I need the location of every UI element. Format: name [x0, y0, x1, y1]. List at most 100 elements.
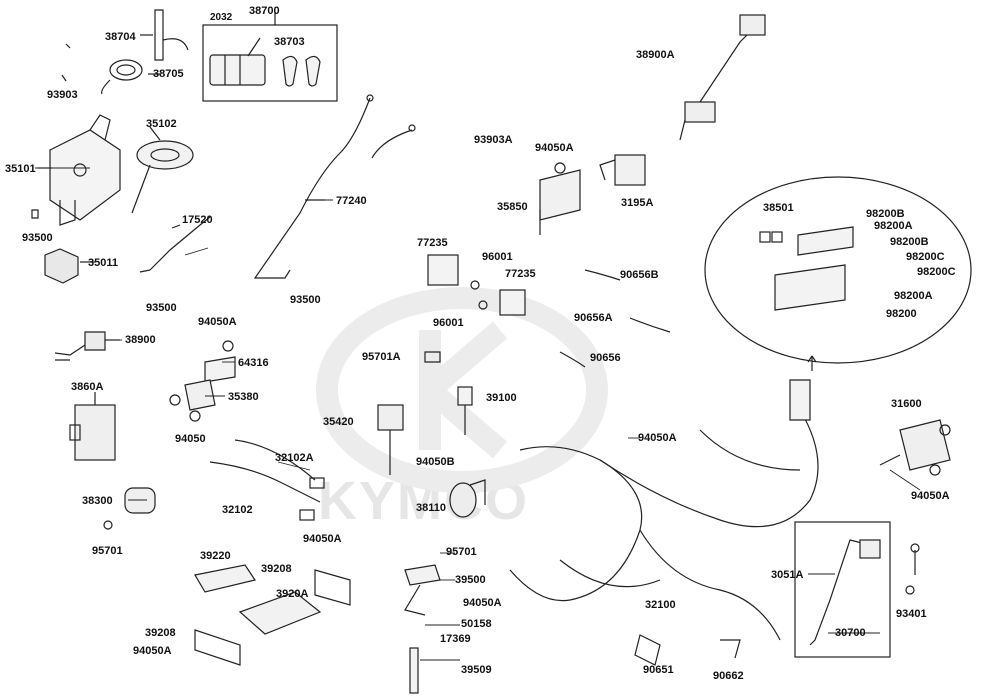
part-label: 38705	[153, 68, 184, 80]
part-label: 35380	[228, 391, 259, 403]
kymco-logo-watermark	[316, 287, 608, 493]
sensor-39500	[404, 564, 441, 616]
part-label: 94050A	[911, 490, 950, 502]
ecu-3920A	[238, 591, 322, 635]
part-label: 98200C	[917, 266, 956, 278]
part-label: 35850	[497, 201, 528, 213]
part-label: 90656B	[620, 269, 659, 281]
part-label: 39220	[200, 550, 231, 562]
part-label: 95701	[92, 545, 123, 557]
part-label: 77240	[336, 195, 367, 207]
part-label: 39208	[145, 627, 176, 639]
part-label: 98200A	[894, 290, 933, 302]
part-label: 94050A	[303, 533, 342, 545]
part-label: 32102A	[275, 452, 314, 464]
part-label: 90662	[713, 670, 744, 682]
connector-38900	[54, 331, 120, 361]
band-90656	[559, 351, 586, 368]
bolt-95701A	[424, 351, 441, 363]
leader-lines	[35, 167, 921, 661]
part-label: 93500	[146, 302, 177, 314]
part-label: 35011	[88, 257, 118, 269]
band-90656B	[584, 269, 621, 281]
part-label: 90656	[590, 352, 621, 364]
part-label: 38703	[274, 36, 305, 48]
part-label: 93500	[22, 232, 53, 244]
band-90656A	[629, 317, 671, 333]
part-label: 17369	[440, 633, 471, 645]
part-label: 38704	[105, 31, 136, 43]
part-label: 38900	[125, 334, 156, 346]
part-label: 94050A	[535, 142, 574, 154]
plate-39208b	[194, 629, 241, 666]
clip-90662	[720, 639, 741, 659]
part-label: 77235	[505, 268, 536, 280]
part-label: 31600	[891, 398, 922, 410]
part-label: 94050A	[638, 432, 677, 444]
screw-93500a	[31, 209, 39, 219]
sensor-39100	[457, 386, 473, 435]
part-label: 38501	[763, 202, 794, 214]
flasher-relay	[69, 392, 116, 461]
nut-94050A-1	[222, 340, 234, 352]
bracket-39220	[194, 564, 256, 593]
part-label: 3920A	[276, 588, 309, 600]
part-label: 93500	[290, 294, 321, 306]
main-harness-32100	[509, 379, 819, 641]
part-label: 93903	[47, 89, 78, 101]
relay-35380	[169, 379, 216, 422]
part-label: 39509	[461, 664, 492, 676]
part-label: 94050	[175, 433, 206, 445]
horn-38110	[449, 479, 486, 518]
ignition-coil-box	[794, 521, 891, 658]
part-label: 32100	[645, 599, 676, 611]
part-label: 39100	[486, 392, 517, 404]
connector-38900A	[679, 14, 766, 141]
ignition-switch	[38, 114, 121, 226]
part-label: 90651	[643, 664, 674, 676]
key-cylinder-ring	[131, 126, 194, 214]
part-label: 35102	[146, 118, 177, 130]
part-label: 96001	[482, 251, 513, 263]
part-label: 90656A	[574, 312, 613, 324]
module-35420	[377, 404, 404, 475]
part-label: 94050B	[416, 456, 455, 468]
part-label: 3195A	[621, 197, 654, 209]
part-label: 35101	[5, 163, 36, 175]
part-label: 3860A	[71, 381, 104, 393]
part-label: 94050A	[198, 316, 237, 328]
part-label: 17520	[182, 214, 213, 226]
bracket-64316	[204, 356, 236, 383]
part-label: 95701	[446, 546, 477, 558]
part-label: 93401	[896, 608, 927, 620]
part-label: 39208	[261, 563, 292, 575]
part-label: 98200	[886, 308, 917, 320]
relay-3195A	[599, 154, 646, 186]
seat-lock-cable	[139, 216, 211, 273]
part-label: 50158	[461, 618, 492, 630]
part-label: 94050A	[463, 597, 502, 609]
part-label: 38110	[416, 502, 446, 514]
part-label: 35420	[323, 416, 354, 428]
part-label: 98200C	[906, 251, 945, 263]
harness-32102	[209, 439, 325, 521]
part-label: 77235	[417, 237, 448, 249]
plate-39208a	[314, 569, 351, 606]
battery-group	[704, 176, 972, 371]
part-label: 98200A	[874, 220, 913, 232]
key-set-box	[202, 12, 338, 102]
ignition-cap	[44, 248, 95, 284]
clip-90651	[634, 634, 661, 666]
regulator-35850	[539, 162, 581, 235]
horn-relay-38300	[103, 487, 156, 530]
part-label: 96001	[433, 317, 464, 329]
part-label: 39500	[455, 574, 486, 586]
part-label: 32102	[222, 504, 253, 516]
part-label: 2032	[210, 12, 233, 23]
part-label: 3051A	[771, 569, 804, 581]
regulator-31600	[879, 419, 951, 476]
part-label: 98200B	[890, 236, 929, 248]
part-label: 93903A	[474, 134, 513, 146]
